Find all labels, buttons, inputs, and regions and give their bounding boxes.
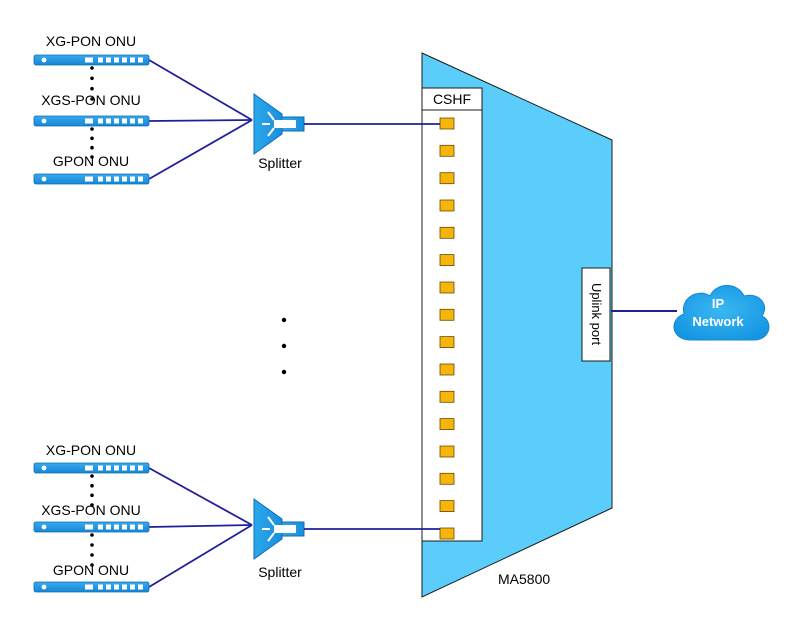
ellipsis-dot [90, 66, 94, 70]
onu-splitter-link [148, 59, 253, 121]
ellipsis-dot [90, 474, 94, 478]
ip-network-label-line1: IP [712, 296, 725, 311]
vertical-ellipsis-groups [281, 317, 287, 375]
pon-port [439, 390, 455, 403]
device-name: MA5800 [498, 571, 550, 587]
ellipsis-dot [90, 533, 94, 537]
ellipsis-dot [90, 553, 94, 557]
pon-port [439, 500, 455, 513]
onu-splitter-link [148, 119, 253, 122]
ellipsis-dot [90, 145, 94, 150]
ellipsis-dot [90, 503, 94, 507]
splitter-icon [253, 93, 305, 155]
pon-port [439, 308, 455, 321]
splitter-label: Splitter [258, 564, 302, 580]
pon-port [439, 226, 455, 239]
pon-port [439, 172, 455, 185]
onu-device-icon [33, 173, 150, 185]
pon-port-list [439, 117, 455, 540]
cshf-board: CSHF [421, 87, 483, 542]
ellipsis-dot [90, 563, 94, 567]
splitter-icon [253, 498, 305, 560]
onu-label: XG-PON ONU [46, 442, 136, 458]
ellipsis-dot [90, 136, 94, 141]
pon-port [439, 117, 455, 130]
pon-port [439, 254, 455, 267]
onu-label: XG-PON ONU [46, 33, 136, 49]
splitter-label: Splitter [258, 155, 302, 171]
ip-network-cloud-icon: IP Network [673, 285, 770, 341]
ellipsis-dot [90, 97, 94, 101]
pon-port [439, 363, 455, 376]
pon-port [439, 144, 455, 157]
onu-label: XGS-PON ONU [41, 92, 141, 108]
onu-device-icon [33, 54, 150, 66]
pon-port [439, 445, 455, 458]
pon-port [439, 472, 455, 485]
pon-group: XG-PON ONU XGS-PON ONU GPON ONU Splitter [33, 442, 440, 593]
onu-label: XGS-PON ONU [41, 502, 141, 518]
onu-device-icon [33, 581, 150, 593]
onu-splitter-link [148, 119, 253, 180]
onu-splitter-link [148, 524, 253, 588]
onu-label: GPON ONU [53, 562, 129, 578]
onu-device-icon [33, 115, 150, 127]
pon-port [439, 527, 455, 540]
ellipsis-dot [90, 543, 94, 547]
onu-device-icon [33, 462, 150, 474]
pon-port [439, 199, 455, 212]
pon-group: XG-PON ONU XGS-PON ONU GPON ONU Splitter [33, 33, 440, 185]
pon-port [439, 336, 455, 349]
onu-device-icon [33, 521, 150, 533]
ellipsis-dot [90, 86, 94, 91]
pon-port [439, 281, 455, 294]
pon-port [439, 418, 455, 431]
onu-label: GPON ONU [53, 153, 129, 169]
ellipsis-dot [90, 155, 94, 159]
board-label: CSHF [433, 91, 471, 107]
ellipsis-dot [90, 76, 94, 81]
uplink-port: Uplink port [581, 267, 611, 362]
ellipsis-dot [90, 127, 94, 131]
ip-network-label-line2: Network [692, 314, 744, 329]
ellipsis-dot [90, 493, 94, 498]
onu-splitter-link [148, 524, 253, 528]
uplink-port-label: Uplink port [589, 283, 604, 346]
ellipsis-dot [90, 483, 94, 488]
onu-splitter-link [148, 467, 253, 526]
